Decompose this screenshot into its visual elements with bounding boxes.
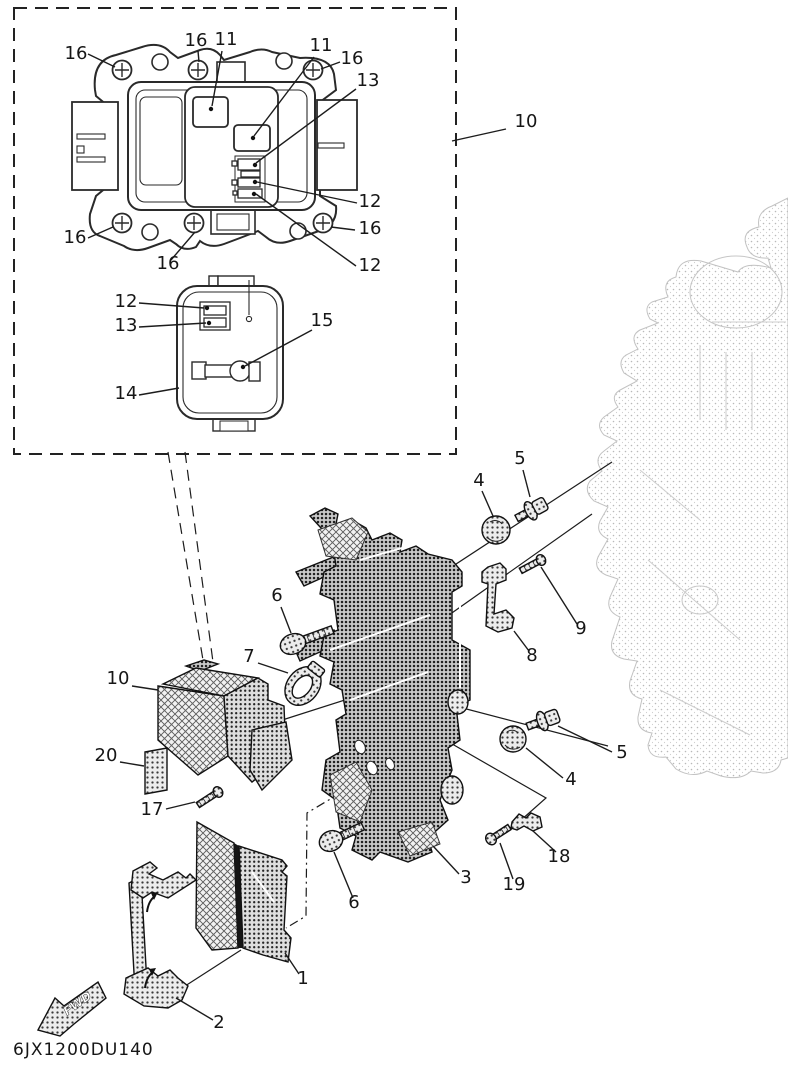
fwd-arrow: FWD bbox=[36, 980, 107, 1037]
callout-10-inset: 10 bbox=[515, 111, 538, 132]
right-connector bbox=[316, 99, 358, 191]
callout-16-bottom-left: 16 bbox=[64, 227, 87, 248]
callout-2-bracket: 2 bbox=[213, 1012, 224, 1033]
relay-11a bbox=[192, 96, 229, 128]
callout-15-fuse-puller: 15 bbox=[311, 310, 334, 331]
ecu-left-panel bbox=[139, 96, 183, 186]
bolt-5-upper bbox=[513, 497, 549, 523]
bracket-8 bbox=[481, 562, 515, 633]
callout-labels: 16 16 11 11 16 13 10 12 16 16 16 12 12 1… bbox=[64, 29, 628, 1033]
callout-12-fuse-bottom: 12 bbox=[359, 255, 382, 276]
mount-screws-16 bbox=[111, 59, 334, 234]
callout-10-main: 10 bbox=[107, 668, 130, 689]
case-fuse-holder bbox=[199, 301, 231, 331]
callout-18-clamp: 18 bbox=[548, 846, 571, 867]
callout-5-bolt-lower: 5 bbox=[616, 742, 627, 763]
insert-direction-arrows bbox=[144, 892, 158, 989]
clamp-18 bbox=[510, 812, 543, 832]
plate-20 bbox=[144, 747, 168, 795]
callout-9-screw: 9 bbox=[575, 618, 586, 639]
callout-8-bracket: 8 bbox=[526, 645, 537, 666]
screw-9 bbox=[518, 554, 547, 575]
callout-16-top-left: 16 bbox=[65, 43, 88, 64]
bottom-tab bbox=[210, 209, 256, 235]
inset-leader-lines bbox=[87, 50, 507, 396]
bolt-6-lower bbox=[318, 821, 366, 853]
callout-12-fuse-mid: 12 bbox=[359, 191, 382, 212]
callout-6-bolt-lower: 6 bbox=[348, 892, 359, 913]
callout-13-case: 13 bbox=[115, 315, 138, 336]
callout-5-bolt-upper: 5 bbox=[514, 448, 525, 469]
callout-3-bracket: 3 bbox=[460, 867, 471, 888]
bracket-2 bbox=[123, 861, 198, 1009]
callout-11-relay-a: 11 bbox=[215, 29, 238, 50]
leader-end-dots bbox=[204, 106, 258, 370]
callout-12-case: 12 bbox=[115, 291, 138, 312]
callout-13-fuse-top: 13 bbox=[357, 70, 380, 91]
callout-16-bottom-right: 16 bbox=[359, 218, 382, 239]
callout-4-grommet-lower: 4 bbox=[565, 769, 576, 790]
screw-19 bbox=[484, 823, 513, 846]
plate-1 bbox=[195, 820, 292, 963]
engine-silhouette bbox=[586, 197, 788, 779]
left-connector bbox=[71, 101, 119, 191]
screw-17 bbox=[195, 786, 224, 809]
detail-ecu-top-unit bbox=[71, 43, 358, 252]
bolt-6-upper bbox=[279, 624, 335, 656]
callout-1-plate: 1 bbox=[297, 968, 308, 989]
callout-11-relay-b: 11 bbox=[310, 35, 333, 56]
callout-17-screw: 17 bbox=[141, 799, 164, 820]
callout-6-bolt-upper: 6 bbox=[271, 585, 282, 606]
bolt-5-lower bbox=[525, 708, 561, 732]
callout-7-clamp: 7 bbox=[243, 646, 254, 667]
top-tab bbox=[216, 61, 246, 85]
callout-14-case: 14 bbox=[115, 383, 138, 404]
bracket-3 bbox=[292, 507, 471, 863]
callout-16-bottom-center: 16 bbox=[157, 253, 180, 274]
callout-19-screw: 19 bbox=[503, 874, 526, 895]
callout-16-top-center: 16 bbox=[185, 30, 208, 51]
inset-detail-box bbox=[13, 7, 507, 455]
bracket-highlight-lines bbox=[329, 539, 461, 701]
callout-4-grommet-upper: 4 bbox=[473, 470, 484, 491]
grommet-4-upper bbox=[481, 515, 511, 545]
inset-border bbox=[13, 7, 457, 455]
ecu-10-main bbox=[157, 659, 293, 792]
fuse-stack bbox=[231, 155, 266, 203]
main-leader-lines bbox=[119, 469, 613, 1021]
callout-16-top-right: 16 bbox=[341, 48, 364, 69]
part-code-label: 6JX1200DU140 bbox=[13, 1040, 154, 1060]
callout-20-plate: 20 bbox=[95, 745, 118, 766]
bracket-holes bbox=[354, 739, 395, 776]
bracket-holes bbox=[141, 52, 307, 241]
grommet-4-lower bbox=[499, 725, 527, 753]
clamp-7 bbox=[284, 660, 326, 706]
